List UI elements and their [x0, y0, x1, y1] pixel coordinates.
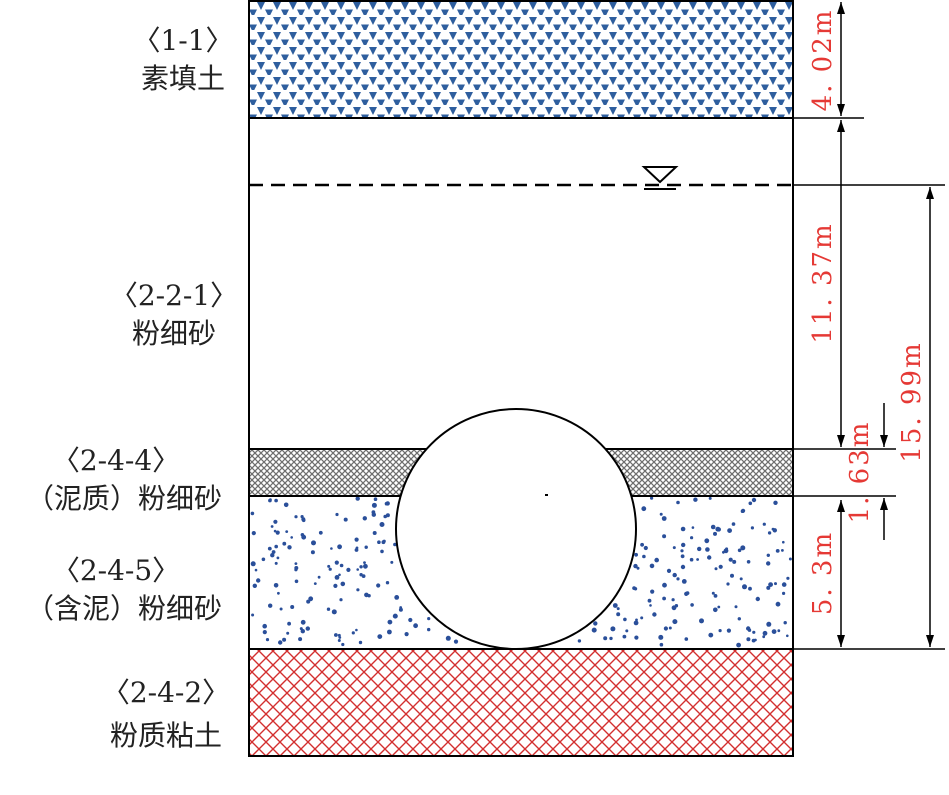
layer-code-2-4-4: 〈2-4-4〉: [52, 444, 180, 477]
layer-name-2-2-1: 粉细砂: [132, 317, 216, 350]
dimension-fill-thickness: 4. 02m: [808, 2, 845, 116]
dimension-muddy-sand-thickness: 1. 63m: [845, 403, 888, 540]
water-level-triangle-icon: [641, 166, 679, 190]
dim-label-sand: 11. 37m: [808, 222, 838, 343]
tunnel-cross-section: [395, 408, 637, 650]
tunnel-center-mark: [545, 494, 548, 496]
layer-name-2-4-4: （泥质）粉细砂: [26, 482, 222, 515]
layer-code-2-4-2: 〈2-4-2〉: [102, 676, 230, 709]
layer-code-1-1: 〈1-1〉: [132, 24, 233, 57]
dim-label-clay-sand: 5. 3m: [808, 531, 838, 615]
layer-code-2-4-5: 〈2-4-5〉: [52, 554, 180, 587]
dim-label-muddy: 1. 63m: [845, 421, 875, 524]
profile-frame: [248, 0, 794, 757]
dimension-water-to-bottom: 15. 99m: [897, 187, 934, 647]
dim-label-water-bottom: 15. 99m: [897, 341, 927, 462]
layer-fine-sand: [249, 118, 793, 449]
dimension-clay-sand-thickness: 5. 3m: [808, 500, 845, 647]
layer-name-1-1: 素填土: [141, 62, 225, 95]
dim-label-fill: 4. 02m: [808, 9, 838, 112]
layer-silty-clay: [249, 649, 793, 756]
layer-name-2-4-2: 粉质粘土: [110, 719, 222, 752]
dimension-sand-thickness: 11. 37m: [808, 120, 845, 447]
layer-code-2-2-1: 〈2-2-1〉: [110, 279, 238, 312]
sand-dot-pattern: [250, 496, 792, 648]
layer-name-2-4-5: （含泥）粉细砂: [26, 592, 222, 625]
layer-fill-soil: [249, 0, 793, 118]
